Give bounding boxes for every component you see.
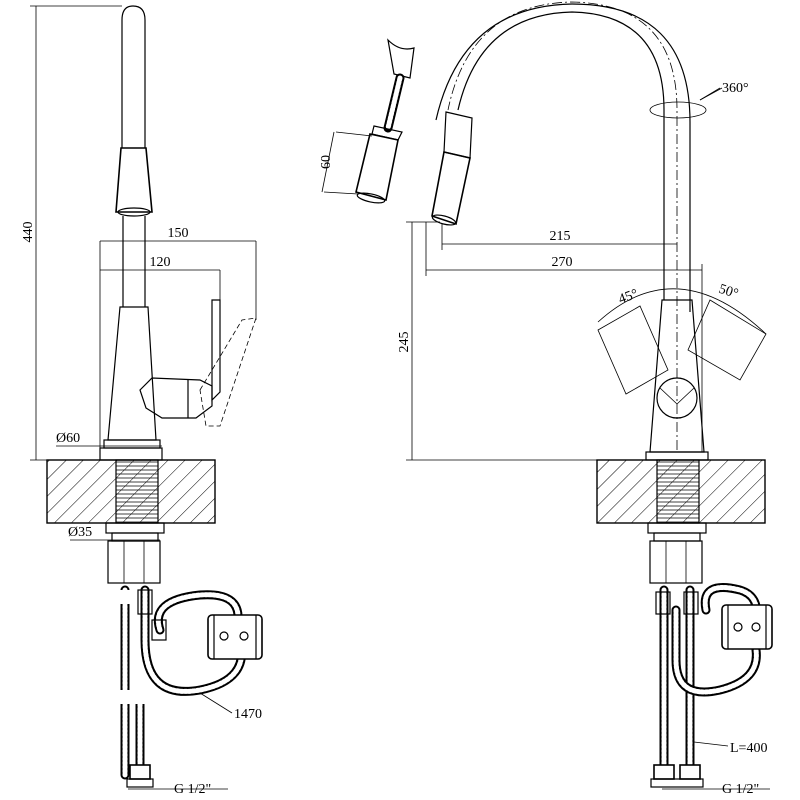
- dimensions-right: 60 360° 215 270 245 45° 50° L=400 G 1/2": [319, 81, 770, 797]
- right-angle-label: 50°: [717, 282, 740, 302]
- spray-head-detail: [321, 38, 415, 204]
- left-view: 440 150 120 Ø60 Ø35 1470 G 1/2": [21, 5, 263, 797]
- left-angle-label: 45°: [617, 287, 641, 308]
- total-reach-label: 270: [552, 255, 573, 270]
- faucet-front-right: [431, 1, 767, 584]
- height-dimension-label: 440: [21, 222, 36, 243]
- dimensions-left: 440 150 120 Ø60 Ø35 1470 G 1/2": [21, 5, 262, 797]
- thread-label-right: G 1/2": [722, 782, 759, 797]
- spout-reach-label: 215: [550, 229, 571, 244]
- mounting-shank-right: [656, 459, 700, 524]
- hoses-right: [650, 583, 773, 788]
- spray-height-label: 60: [319, 155, 334, 169]
- reach-dimension-label: 150: [168, 226, 189, 241]
- spout-height-label: 245: [397, 332, 412, 353]
- right-view: 60 360° 215 270 245 45° 50° L=400 G 1/2": [319, 1, 773, 797]
- hose-length-label-right: L=400: [730, 741, 767, 756]
- hoses-left: [114, 585, 263, 788]
- rotation-label: 360°: [722, 81, 749, 96]
- base-diameter-label: Ø60: [56, 431, 80, 446]
- mounting-shank-left: [115, 459, 159, 524]
- shank-diameter-label: Ø35: [68, 525, 92, 540]
- handle-dimension-label: 120: [150, 255, 171, 270]
- faucet-side-left: [99, 5, 257, 584]
- hose-length-label: 1470: [234, 707, 262, 722]
- thread-label-left: G 1/2": [174, 782, 211, 797]
